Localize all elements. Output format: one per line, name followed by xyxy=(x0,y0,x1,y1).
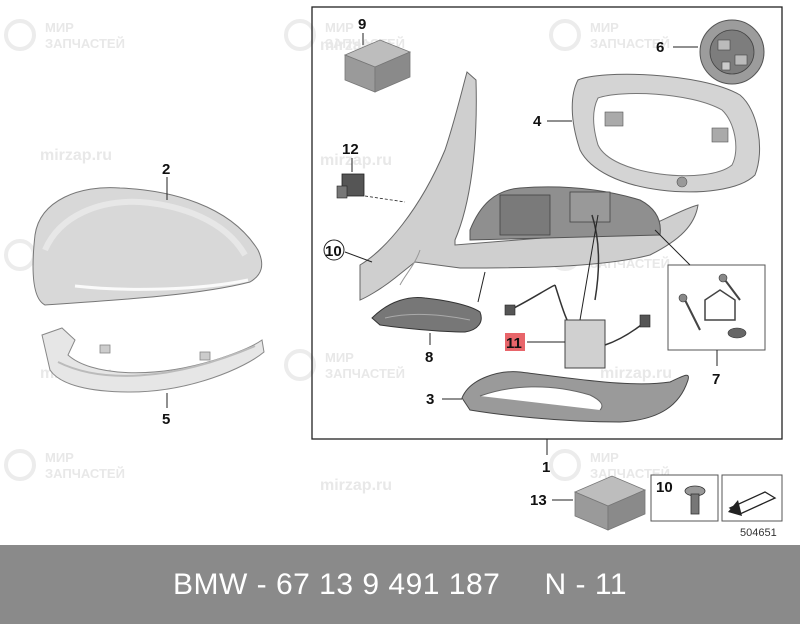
part-1-mirror-housing-assembly[interactable] xyxy=(359,71,699,301)
legend-callout-10: 10 xyxy=(656,479,673,496)
callout-11-highlight xyxy=(505,333,525,351)
watermark-logo-icon xyxy=(4,19,36,51)
part-8-cover[interactable] xyxy=(371,297,482,333)
part-13-box[interactable] xyxy=(573,475,647,531)
callout-8: 8 xyxy=(425,349,433,366)
callout-13: 13 xyxy=(530,492,547,509)
part-11-wiring-harness[interactable] xyxy=(504,284,651,369)
footer-spacer xyxy=(500,568,544,602)
leader-line xyxy=(364,195,406,203)
watermark-line2: ЗАПЧАСТЕЙ xyxy=(590,36,670,51)
callout-5: 5 xyxy=(162,411,170,428)
watermark-line1: МИР xyxy=(325,350,354,365)
watermark-logo-icon xyxy=(4,239,36,271)
watermark-logo-icon xyxy=(549,19,581,51)
leader-line xyxy=(654,229,691,266)
watermark-logo-icon xyxy=(284,19,316,51)
watermark-line1: МИР xyxy=(45,20,74,35)
watermark-logo-icon xyxy=(4,449,36,481)
part-5-turn-signal[interactable] xyxy=(41,327,265,393)
callout-2: 2 xyxy=(162,161,170,178)
callout-7: 7 xyxy=(712,371,720,388)
watermark-line2: ЗАПЧАСТЕЙ xyxy=(325,366,405,381)
part-6-mirror-motor[interactable] xyxy=(699,19,765,85)
watermark-line1: МИР xyxy=(590,20,619,35)
callout-9: 9 xyxy=(358,16,366,33)
diagram-id: 504651 xyxy=(740,527,777,539)
leader-line xyxy=(477,271,486,303)
part-7-screw-set[interactable] xyxy=(667,264,766,351)
part-12-socket[interactable] xyxy=(336,173,365,199)
leader-line xyxy=(344,251,373,263)
watermark-line2: ЗАПЧАСТЕЙ xyxy=(45,466,125,481)
part-number: BMW - 67 13 9 491 187 xyxy=(172,567,501,601)
callout-1: 1 xyxy=(542,459,550,476)
watermark-line2: ЗАПЧАСТЕЙ xyxy=(45,36,125,51)
leader-line xyxy=(579,214,599,321)
parts-diagram: МИР ЗАПЧАСТЕЙ МИР ЗАПЧАСТЕЙ МИР ЗАПЧАСТЕ… xyxy=(4,6,783,539)
watermark-line1: МИР xyxy=(325,20,354,35)
part-9-box[interactable] xyxy=(343,39,412,93)
watermark-logo-icon xyxy=(549,449,581,481)
callout-6: 6 xyxy=(656,39,664,56)
part-2-mirror-cap[interactable] xyxy=(32,187,263,306)
callout-10-circle xyxy=(323,239,345,261)
callout-4: 4 xyxy=(533,113,542,130)
legend-screw-10: 10 xyxy=(650,474,719,522)
watermark-url: mirzap.ru xyxy=(600,365,672,382)
callout-3: 3 xyxy=(426,391,434,408)
watermark-logo-icon xyxy=(284,349,316,381)
legend-arrow-box xyxy=(721,474,783,522)
callout-12: 12 xyxy=(342,141,359,158)
watermark-line1: МИР xyxy=(45,450,74,465)
watermark-url: mirzap.ru xyxy=(320,152,392,169)
callout-10: 10 xyxy=(325,243,342,260)
footer-bar: BMW - 67 13 9 491 187 N - 11 xyxy=(0,545,800,624)
callout-11: 11 xyxy=(506,335,522,352)
position-number: N - 11 xyxy=(544,567,627,601)
watermark-url: mirzap.ru xyxy=(40,147,112,164)
part-3-lower-trim[interactable] xyxy=(461,371,689,423)
watermark-url: mirzap.ru xyxy=(320,477,392,494)
watermark-line1: МИР xyxy=(590,450,619,465)
part-4-mirror-frame[interactable] xyxy=(571,73,761,193)
